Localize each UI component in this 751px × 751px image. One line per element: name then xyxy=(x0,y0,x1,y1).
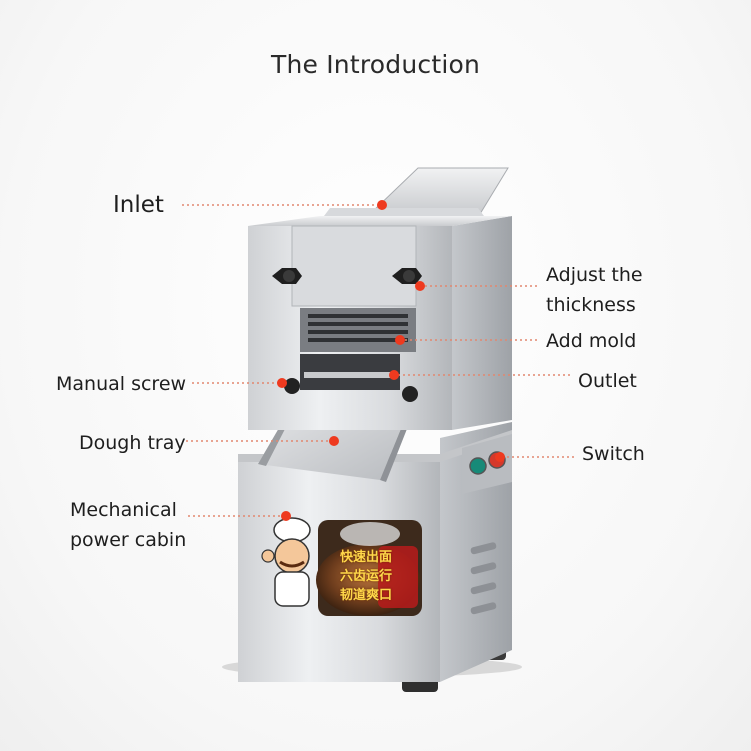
manual-screw-left xyxy=(284,378,300,394)
inlet-hopper xyxy=(368,167,509,215)
sticker-line-1: 快速出面 xyxy=(340,550,393,565)
marker-dots xyxy=(277,200,505,521)
product-sticker xyxy=(261,517,422,616)
label-switch: Switch xyxy=(582,443,645,465)
mold-vent-grille xyxy=(300,308,416,352)
chef-mascot-icon xyxy=(261,517,311,607)
label-add-mold: Add mold xyxy=(546,330,637,352)
page-title: The Introduction xyxy=(270,50,481,79)
sticker-line-3: 韧道爽口 xyxy=(340,588,393,603)
label-mechanical-1: Mechanical xyxy=(70,499,177,521)
power-switch-icon xyxy=(469,457,487,475)
label-adjust-thickness-1: Adjust the xyxy=(546,264,643,286)
sticker-line-2: 六齿运行 xyxy=(340,569,393,584)
label-inlet: Inlet xyxy=(113,192,164,218)
manual-screw-right xyxy=(402,386,418,402)
leader-lines xyxy=(182,204,576,517)
label-dough-tray: Dough tray xyxy=(79,432,186,454)
adjust-knob-icon xyxy=(272,268,422,284)
label-manual-screw: Manual screw xyxy=(56,373,187,395)
side-vents xyxy=(470,542,497,615)
label-adjust-thickness-2: thickness xyxy=(546,294,636,316)
label-outlet: Outlet xyxy=(578,370,637,392)
head-side-panel xyxy=(452,216,512,430)
label-mechanical-2: power cabin xyxy=(70,529,187,551)
